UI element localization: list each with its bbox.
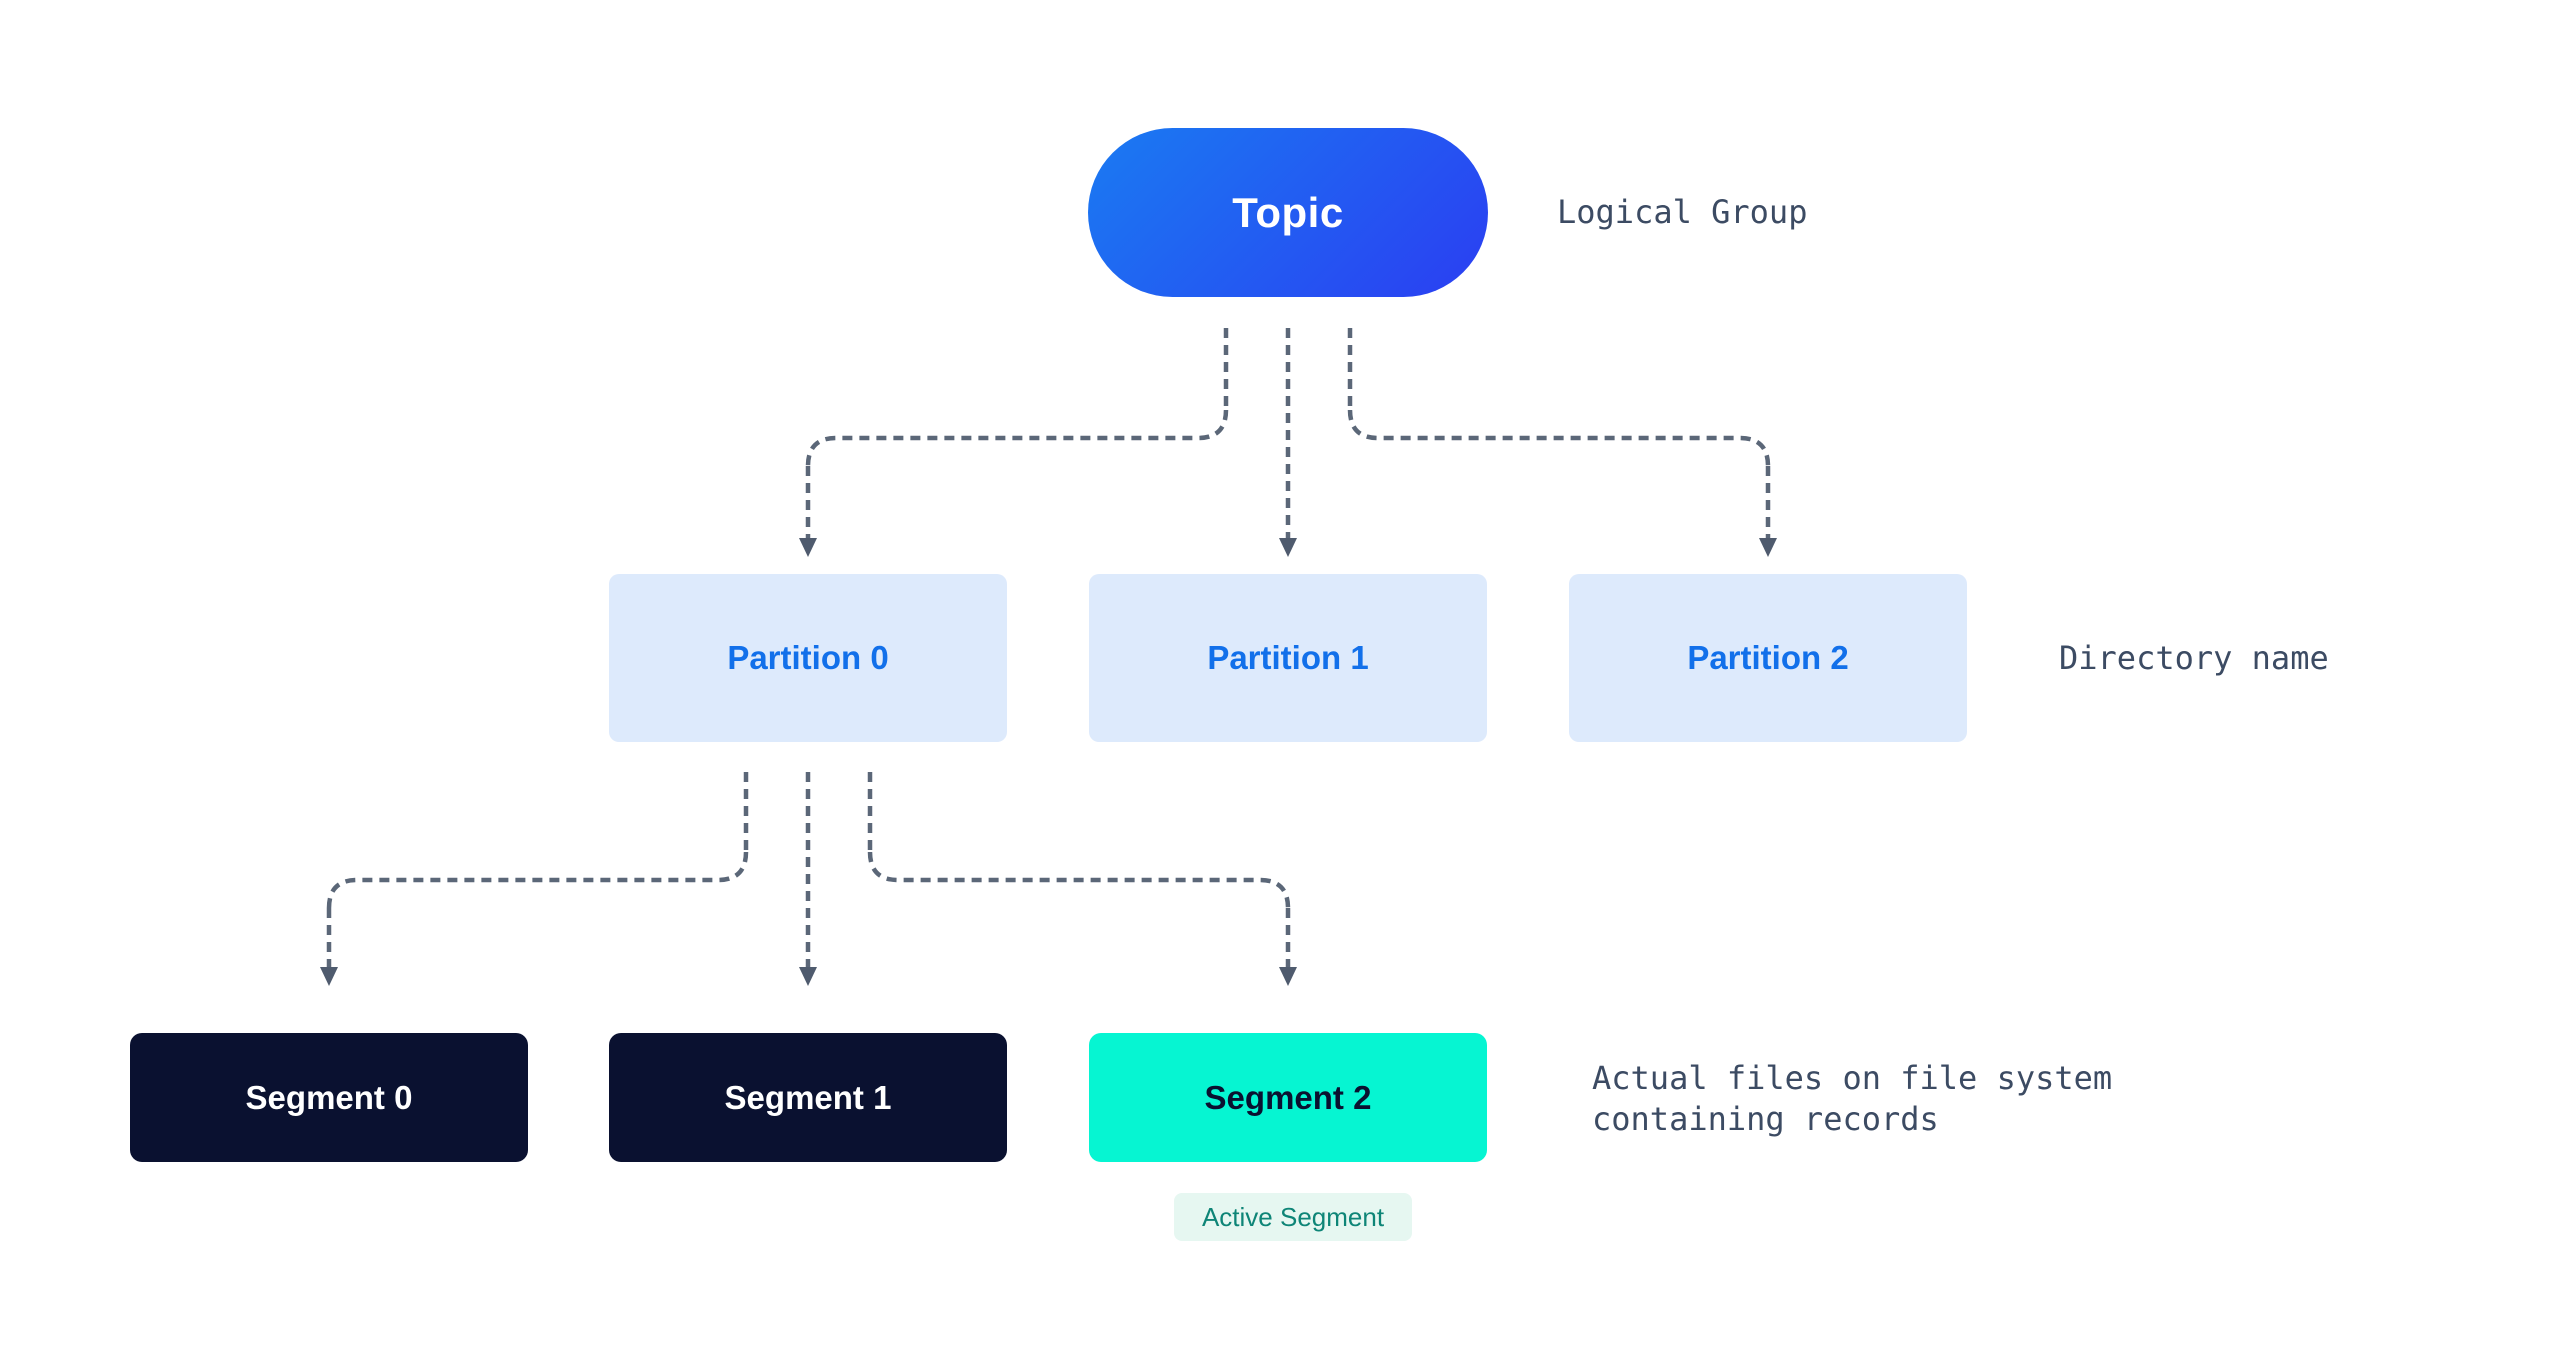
dashed-line xyxy=(867,851,1291,909)
arrowhead-down-icon xyxy=(799,538,817,557)
arrowhead-down-icon xyxy=(1759,538,1777,557)
topic-node: Topic xyxy=(1088,128,1488,297)
annotation-files-line1: Actual files on file system xyxy=(1592,1059,2113,1097)
annotation-files: Actual files on file system containing r… xyxy=(1592,1058,2112,1140)
segment-1-label: Segment 1 xyxy=(724,1078,892,1116)
partition-0-label: Partition 0 xyxy=(727,639,889,676)
dashed-line xyxy=(326,851,749,909)
partition-1-label: Partition 1 xyxy=(1207,639,1369,676)
annotation-files-line2: containing records xyxy=(1592,1100,1939,1138)
segment-2-label: Segment 2 xyxy=(1204,1078,1372,1116)
annotation-logical-group: Logical Group xyxy=(1557,193,1808,231)
connector-partition0-to-segments xyxy=(320,772,1297,986)
dashed-line xyxy=(805,409,1229,467)
dashed-line xyxy=(1347,409,1771,467)
active-segment-badge: Active Segment xyxy=(1174,1193,1412,1241)
arrowhead-down-icon xyxy=(1279,538,1297,557)
partition-2-box: Partition 2 xyxy=(1569,574,1967,742)
active-segment-badge-label: Active Segment xyxy=(1201,1201,1385,1232)
segment-0-label: Segment 0 xyxy=(245,1078,413,1116)
arrowhead-down-icon xyxy=(1279,967,1297,986)
arrowhead-down-icon xyxy=(320,967,338,986)
segment-0-box: Segment 0 xyxy=(130,1033,528,1162)
topic-label: Topic xyxy=(1232,188,1344,236)
segment-2-box-active: Segment 2 xyxy=(1089,1033,1487,1162)
connector-topic-to-partitions xyxy=(799,328,1777,557)
partition-1-box: Partition 1 xyxy=(1089,574,1487,742)
partition-0-box: Partition 0 xyxy=(609,574,1007,742)
arrowhead-down-icon xyxy=(799,967,817,986)
segment-1-box: Segment 1 xyxy=(609,1033,1007,1162)
annotation-directory-name: Directory name xyxy=(2059,639,2329,677)
partition-2-label: Partition 2 xyxy=(1687,639,1849,676)
